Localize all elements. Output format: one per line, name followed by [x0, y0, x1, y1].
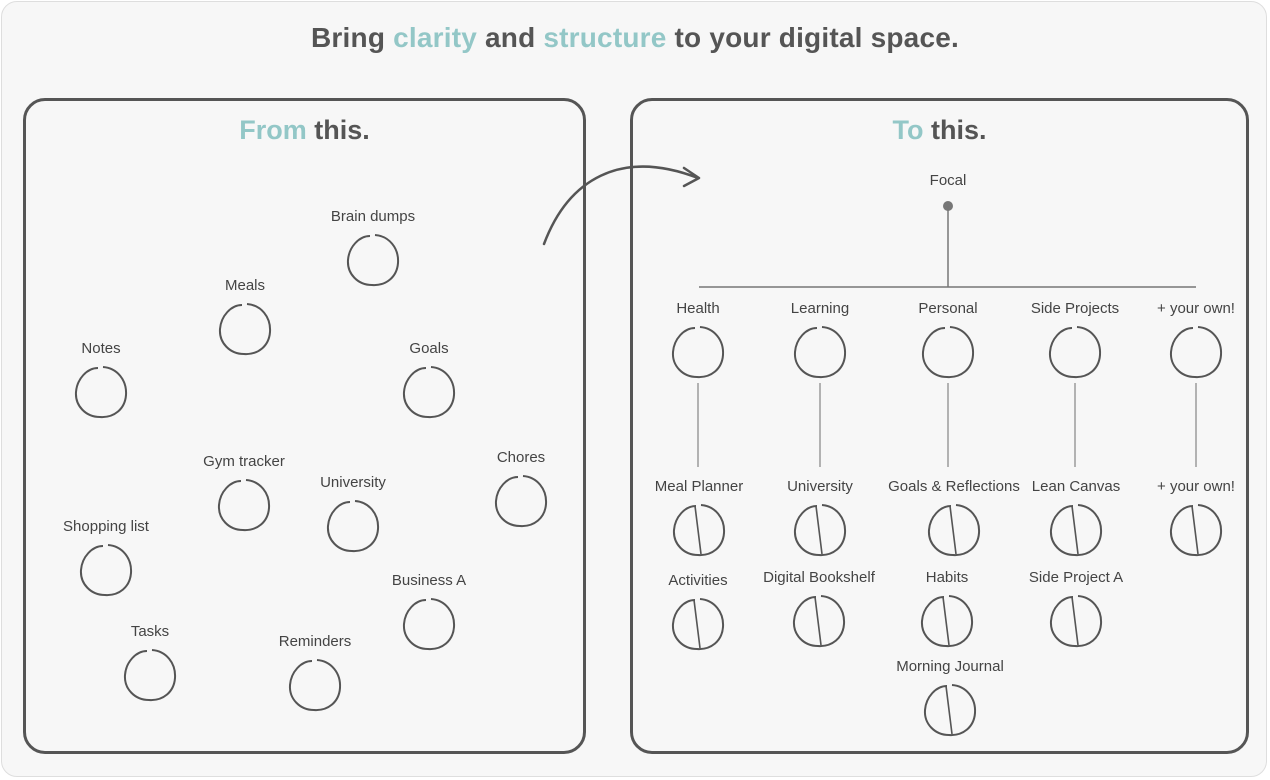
hand-drawn-circle-icon	[326, 500, 380, 553]
from-item-label: Shopping list	[63, 518, 149, 535]
page-circle-icon	[793, 504, 847, 557]
hand-drawn-circle-icon	[218, 303, 272, 356]
category-label: Side Projects	[1030, 300, 1120, 317]
category-label: Personal	[918, 300, 978, 317]
headline-part-2: and	[477, 22, 544, 53]
from-item-label: Reminders	[278, 633, 352, 650]
headline-structure: structure	[543, 22, 667, 53]
hand-drawn-circle-icon	[346, 234, 400, 287]
from-item-label: Goals	[409, 340, 449, 357]
to-panel: To this.	[630, 98, 1249, 754]
page-circle-icon	[923, 684, 977, 737]
page-label: Lean Canvas	[1031, 478, 1121, 495]
from-title-rest: this.	[306, 115, 370, 145]
page-circle-icon	[927, 504, 981, 557]
hand-drawn-circle-icon	[288, 659, 342, 712]
category-label: Health	[676, 300, 720, 317]
page-label: Activities	[668, 572, 728, 589]
page-circle-icon	[792, 595, 846, 648]
root-label: Focal	[929, 172, 967, 189]
from-title-accent: From	[239, 115, 307, 145]
hand-drawn-circle-icon	[921, 326, 975, 379]
page-label: Digital Bookshelf	[763, 569, 875, 586]
page-label: University	[787, 478, 853, 495]
from-item-label: Tasks	[130, 623, 170, 640]
headline-part-3: to your digital space.	[666, 22, 959, 53]
hand-drawn-circle-icon	[402, 366, 456, 419]
from-item-label: Notes	[81, 340, 121, 357]
from-item-label: Meals	[224, 277, 266, 294]
page-label: Goals & Reflections	[888, 478, 1020, 495]
hand-drawn-circle-icon	[217, 479, 271, 532]
page-circle-icon	[920, 595, 974, 648]
to-panel-title: To this.	[633, 115, 1246, 146]
hand-drawn-circle-icon	[671, 326, 725, 379]
page-label: + your own!	[1157, 478, 1235, 495]
category-label: Learning	[790, 300, 850, 317]
hand-drawn-circle-icon	[79, 544, 133, 597]
hand-drawn-circle-icon	[1169, 326, 1223, 379]
to-title-rest: this.	[923, 115, 987, 145]
headline-clarity: clarity	[393, 22, 478, 53]
page-circle-icon	[1049, 595, 1103, 648]
page-circle-icon	[1169, 504, 1223, 557]
hand-drawn-circle-icon	[1048, 326, 1102, 379]
from-item-label: Chores	[496, 449, 546, 466]
hand-drawn-circle-icon	[74, 366, 128, 419]
from-item-label: Brain dumps	[330, 208, 416, 225]
hand-drawn-circle-icon	[402, 598, 456, 651]
from-item-label: Business A	[391, 572, 467, 589]
from-item-label: University	[320, 474, 386, 491]
page-label: Side Project A	[1028, 569, 1124, 586]
page-label: Habits	[925, 569, 969, 586]
headline: Bring clarity and structure to your digi…	[0, 22, 1270, 54]
hand-drawn-circle-icon	[793, 326, 847, 379]
page-circle-icon	[671, 598, 725, 651]
hand-drawn-circle-icon	[494, 475, 548, 528]
hand-drawn-circle-icon	[123, 649, 177, 702]
from-panel: From this.	[23, 98, 586, 754]
page-label: Morning Journal	[896, 658, 1004, 675]
from-item-label: Gym tracker	[203, 453, 285, 470]
to-title-accent: To	[892, 115, 924, 145]
category-label: + your own!	[1157, 300, 1235, 317]
headline-part-1: Bring	[311, 22, 394, 53]
page-label: Meal Planner	[654, 478, 744, 495]
page-circle-icon	[672, 504, 726, 557]
page-circle-icon	[1049, 504, 1103, 557]
from-panel-title: From this.	[26, 115, 583, 146]
